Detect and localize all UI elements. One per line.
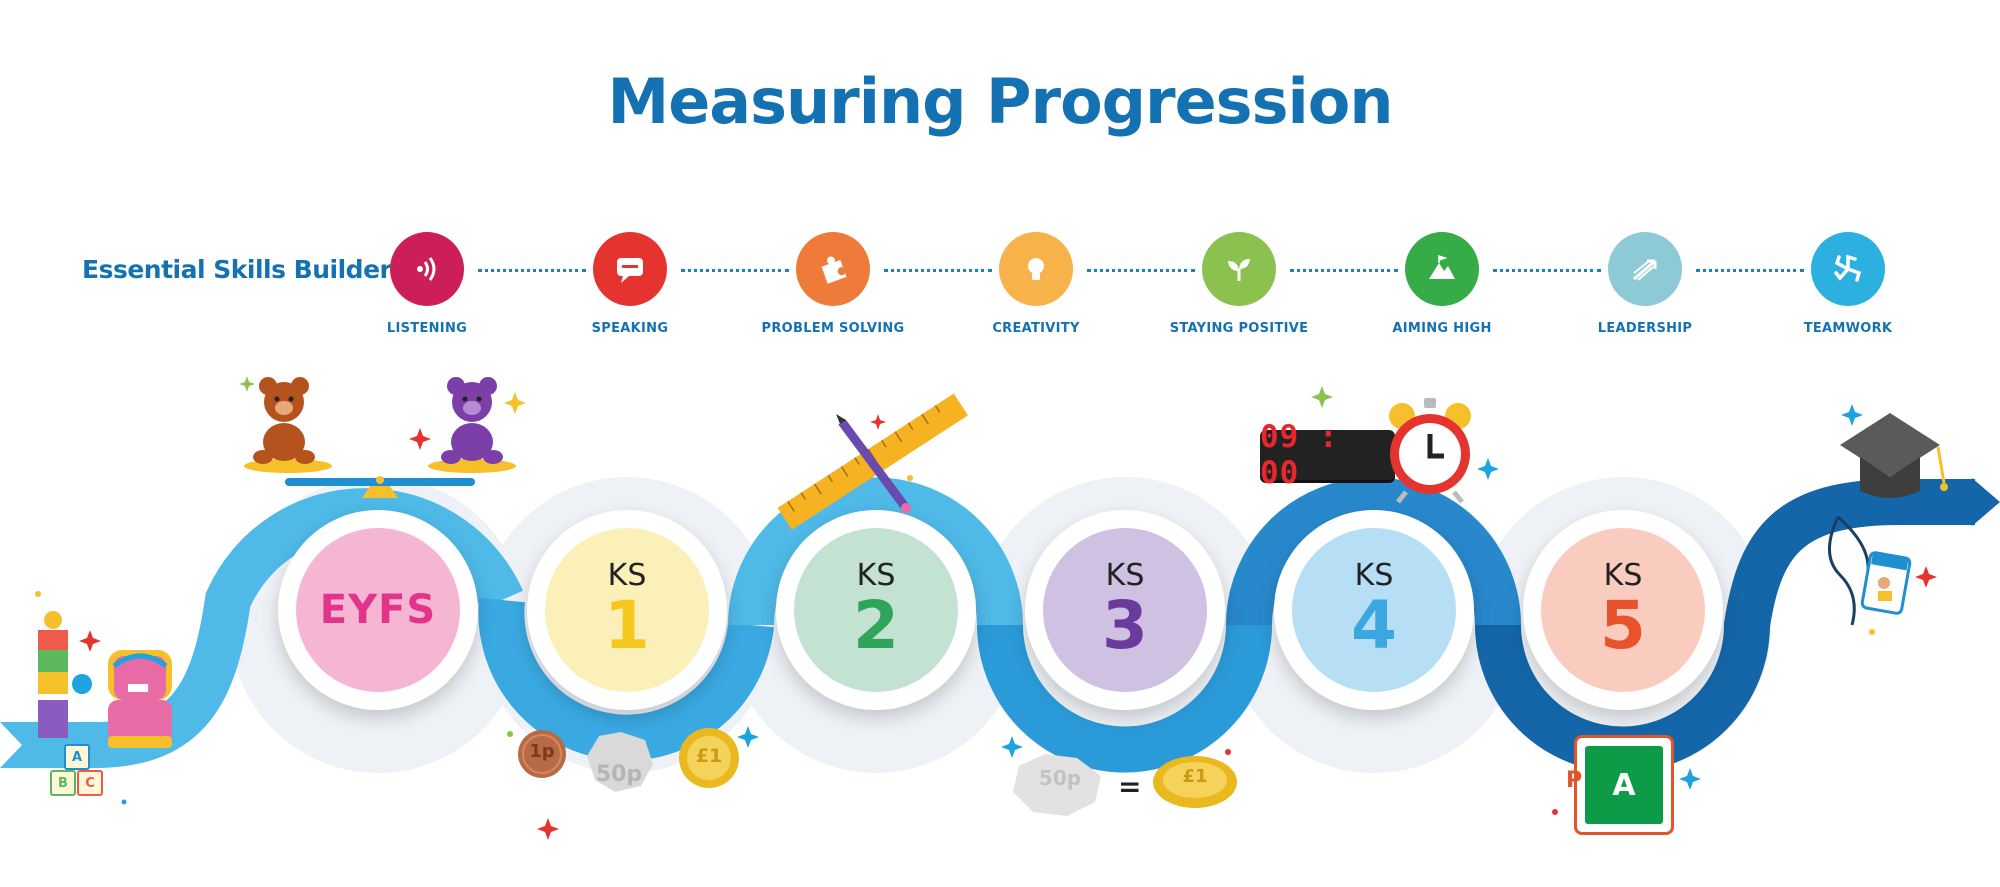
stage-number: 5 bbox=[1600, 587, 1646, 664]
skill-connector bbox=[681, 269, 789, 272]
ruler-pencil-icon bbox=[777, 393, 968, 530]
skill-listening: LISTENING bbox=[327, 232, 527, 336]
coin-50p-b-label: 50p bbox=[1038, 766, 1082, 790]
staying-positive-icon bbox=[1202, 232, 1276, 306]
alarm-clock-icon bbox=[1389, 398, 1471, 504]
stage-label: EYFS bbox=[319, 587, 437, 633]
problem-solving-icon bbox=[796, 232, 870, 306]
stage-ks5: KS 5 bbox=[1523, 510, 1723, 710]
skill-label: TEAMWORK bbox=[1803, 321, 1893, 336]
stage-eyfs: EYFS bbox=[278, 510, 478, 710]
leadership-icon bbox=[1608, 232, 1682, 306]
essential-skills-label: Essential Skills Builder bbox=[82, 255, 392, 284]
stage-number: 4 bbox=[1351, 587, 1397, 664]
skill-connector bbox=[884, 269, 992, 272]
skill-connector bbox=[478, 269, 586, 272]
skill-connector bbox=[1290, 269, 1398, 272]
skill-label: CREATIVITY bbox=[992, 321, 1080, 336]
stage-prefix: KS bbox=[1354, 558, 1394, 593]
teamwork-icon bbox=[1811, 232, 1885, 306]
listening-icon bbox=[390, 232, 464, 306]
grade-p: P bbox=[1566, 768, 1583, 793]
backpack-base-icon bbox=[38, 700, 172, 748]
letter-block-a: A bbox=[64, 744, 90, 770]
page-title: Measuring Progression bbox=[607, 65, 1394, 138]
timer-display: 09 : 00 bbox=[1260, 419, 1339, 491]
stage-ks3: KS 3 bbox=[1025, 510, 1225, 710]
balance-scale-teddies-icon bbox=[239, 376, 526, 498]
grade-card: A bbox=[1574, 735, 1674, 835]
coin-50p-label: 50p bbox=[595, 762, 643, 787]
skill-aiming-high: AIMING HIGH bbox=[1342, 232, 1542, 336]
skill-leadership: LEADERSHIP bbox=[1545, 232, 1745, 336]
stage-ks4: KS 4 bbox=[1274, 510, 1474, 710]
skill-creativity: CREATIVITY bbox=[936, 232, 1136, 336]
skill-teamwork: TEAMWORK bbox=[1748, 232, 1948, 336]
skill-label: AIMING HIGH bbox=[1392, 321, 1492, 336]
skill-connector bbox=[1087, 269, 1195, 272]
coin-1p-label: 1p bbox=[529, 741, 555, 762]
skill-label: LEADERSHIP bbox=[1597, 321, 1693, 336]
skill-label: SPEAKING bbox=[591, 321, 669, 336]
speaking-icon bbox=[593, 232, 667, 306]
coin-pound-label: £1 bbox=[695, 745, 723, 767]
skill-label: STAYING POSITIVE bbox=[1169, 321, 1309, 336]
skill-problem-solving: PROBLEM SOLVING bbox=[733, 232, 933, 336]
coin-pound-icon bbox=[1153, 756, 1237, 808]
coins-icon bbox=[518, 728, 739, 792]
coin-50p-icon bbox=[1013, 754, 1101, 816]
stacking-toy-backpack-icon bbox=[38, 611, 172, 700]
skill-speaking: SPEAKING bbox=[530, 232, 730, 336]
stage-number: 2 bbox=[853, 587, 899, 664]
stage-prefix: KS bbox=[607, 558, 647, 593]
coin-pound-b-label: £1 bbox=[1182, 766, 1208, 787]
letter-block-c: C bbox=[77, 770, 103, 796]
skill-connector bbox=[1696, 269, 1804, 272]
skill-connector bbox=[1493, 269, 1601, 272]
graduation-cap-lanyard-icon bbox=[1828, 413, 1948, 626]
stage-prefix: KS bbox=[856, 558, 896, 593]
aiming-high-icon bbox=[1405, 232, 1479, 306]
stage-ks1: KS 1 bbox=[527, 510, 727, 710]
creativity-icon bbox=[999, 232, 1073, 306]
stage-ks2: KS 2 bbox=[776, 510, 976, 710]
skill-staying-positive: STAYING POSITIVE bbox=[1139, 232, 1339, 336]
stage-number: 1 bbox=[604, 587, 650, 664]
grade-a: A bbox=[1585, 746, 1663, 824]
stage-prefix: KS bbox=[1603, 558, 1643, 593]
skill-label: LISTENING bbox=[386, 321, 468, 336]
skill-label: PROBLEM SOLVING bbox=[761, 321, 905, 336]
letter-block-b: B bbox=[50, 770, 76, 796]
stage-number: 3 bbox=[1102, 587, 1148, 664]
equals-sign: = bbox=[1118, 770, 1142, 803]
stage-prefix: KS bbox=[1105, 558, 1145, 593]
digital-timer: 09 : 00 bbox=[1260, 419, 1395, 491]
